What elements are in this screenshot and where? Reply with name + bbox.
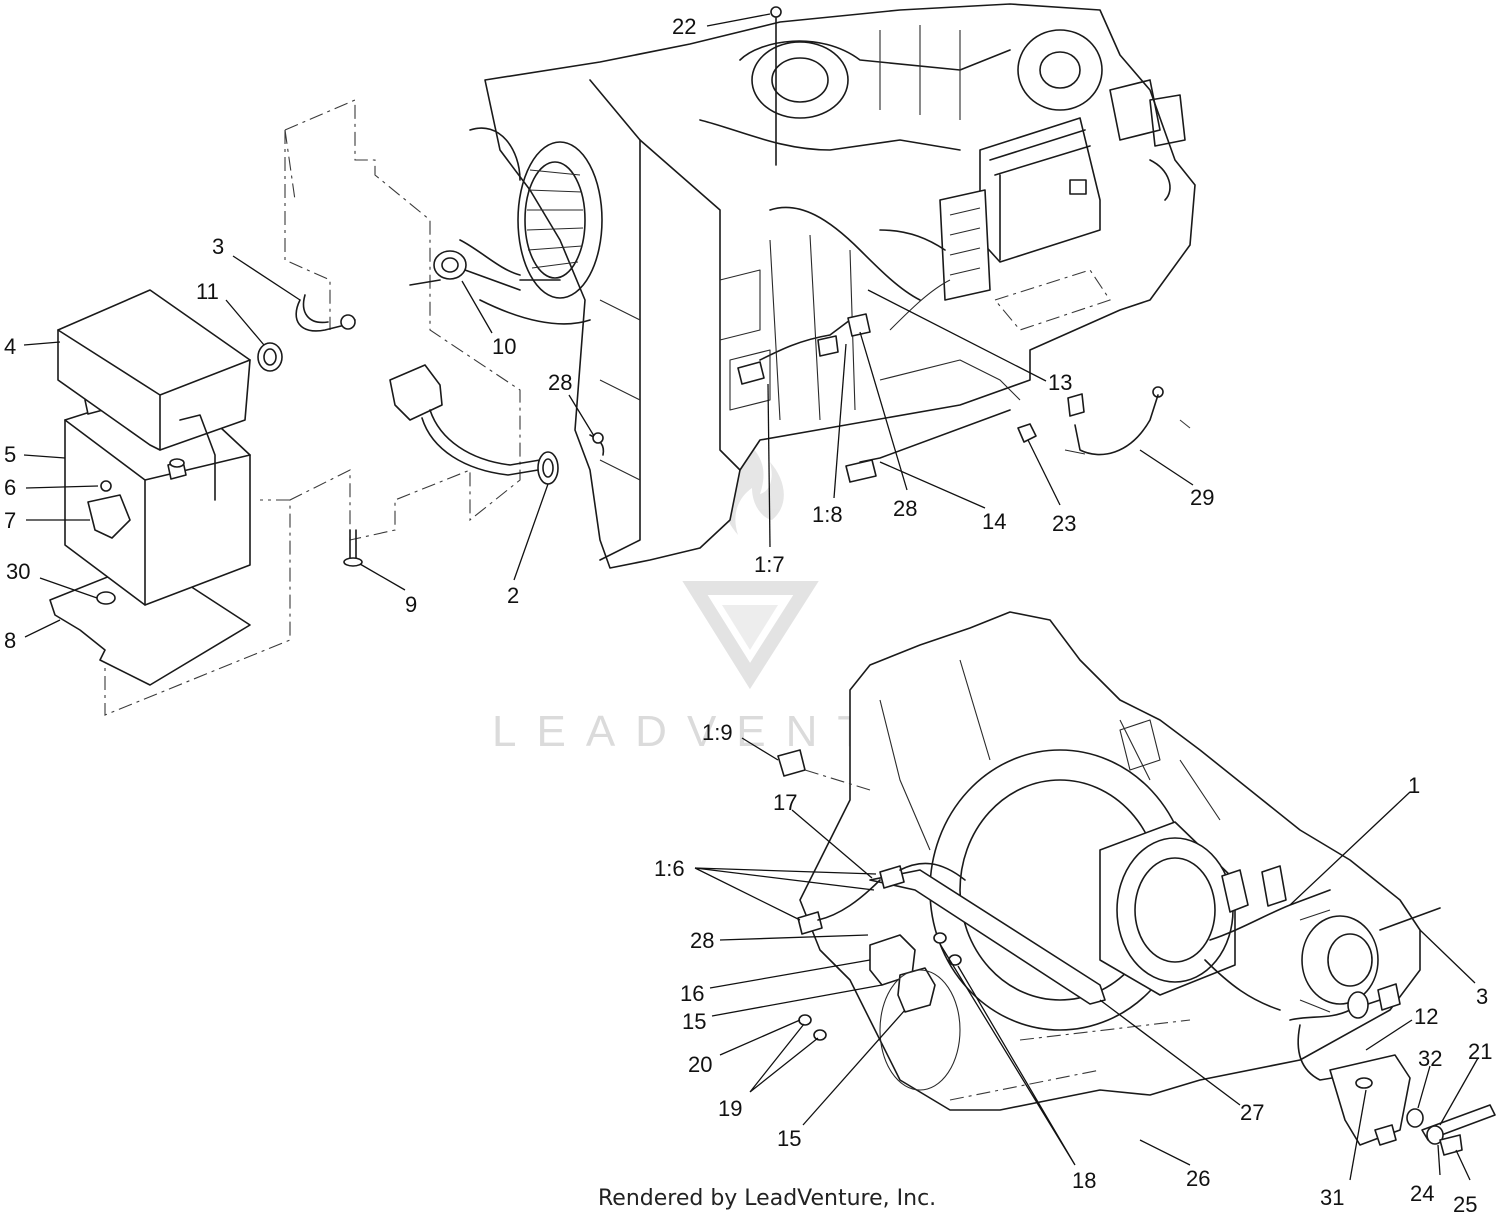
callout-28-mid: 28 bbox=[893, 496, 917, 521]
callout-5: 5 bbox=[4, 442, 16, 467]
callout-labels: 22 3 11 4 10 28 5 6 7 30 8 9 2 13 1:8 28… bbox=[4, 14, 1492, 1217]
transmission-assembly bbox=[777, 611, 1496, 1156]
engine-assembly-top bbox=[459, 3, 1196, 569]
turbo bbox=[699, 25, 1103, 151]
callout-22: 22 bbox=[672, 14, 696, 39]
callout-30: 30 bbox=[6, 559, 30, 584]
relay-block bbox=[1109, 79, 1186, 201]
callout-14: 14 bbox=[982, 509, 1006, 534]
callout-28-bottom: 28 bbox=[690, 928, 714, 953]
callout-1-6: 1:6 bbox=[654, 856, 685, 881]
callout-1-7: 1:7 bbox=[754, 552, 785, 577]
callout-23: 23 bbox=[1052, 511, 1076, 536]
callout-20: 20 bbox=[688, 1052, 712, 1077]
callout-28-top: 28 bbox=[548, 370, 572, 395]
callout-31: 31 bbox=[1320, 1185, 1344, 1210]
callout-12: 12 bbox=[1414, 1004, 1438, 1029]
callout-6: 6 bbox=[4, 475, 16, 500]
drum bbox=[1099, 821, 1236, 996]
callout-4: 4 bbox=[4, 334, 16, 359]
render-credit: Rendered by LeadVenture, Inc. bbox=[598, 1186, 937, 1211]
battery-area bbox=[49, 99, 605, 716]
ecu-module bbox=[939, 117, 1101, 301]
callout-10: 10 bbox=[492, 334, 516, 359]
callout-27: 27 bbox=[1240, 1100, 1264, 1125]
cable-assembly bbox=[389, 364, 559, 485]
callout-16: 16 bbox=[680, 981, 704, 1006]
fan bbox=[459, 127, 603, 325]
callout-15-lower: 15 bbox=[777, 1126, 801, 1151]
callout-2: 2 bbox=[507, 583, 519, 608]
callout-1-8: 1:8 bbox=[812, 502, 843, 527]
callout-7: 7 bbox=[4, 508, 16, 533]
callout-32: 32 bbox=[1418, 1046, 1442, 1071]
callout-3-bottom: 3 bbox=[1476, 984, 1488, 1009]
callout-17: 17 bbox=[773, 790, 797, 815]
callout-9: 9 bbox=[405, 592, 417, 617]
callout-21: 21 bbox=[1468, 1039, 1492, 1064]
callout-29: 29 bbox=[1190, 485, 1214, 510]
callout-13: 13 bbox=[1048, 370, 1072, 395]
callout-1-9: 1:9 bbox=[702, 720, 733, 745]
callout-26: 26 bbox=[1186, 1166, 1210, 1191]
callout-11: 11 bbox=[196, 279, 219, 304]
callout-25: 25 bbox=[1453, 1192, 1477, 1217]
leader-lines bbox=[23, 13, 1479, 1181]
callout-18: 18 bbox=[1072, 1168, 1096, 1193]
callout-1: 1 bbox=[1408, 773, 1420, 798]
callout-19: 19 bbox=[718, 1096, 742, 1121]
callout-24: 24 bbox=[1410, 1181, 1434, 1206]
battery-cover bbox=[57, 289, 251, 501]
callout-15-upper: 15 bbox=[682, 1009, 706, 1034]
callout-3: 3 bbox=[212, 234, 224, 259]
callout-8: 8 bbox=[4, 628, 16, 653]
